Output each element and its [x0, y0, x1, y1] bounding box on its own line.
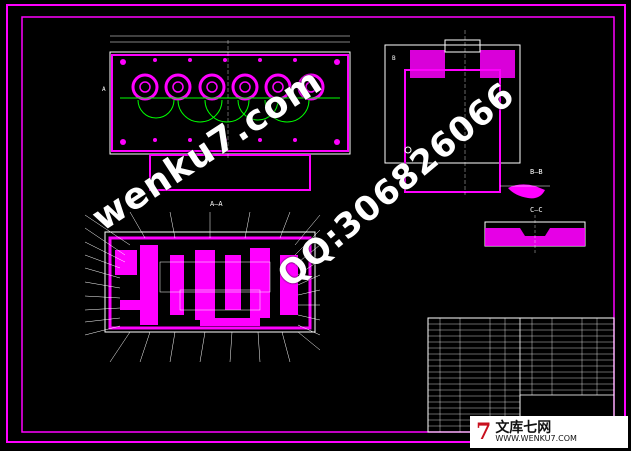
section-a-view	[84, 211, 321, 363]
site-logo: 7 文库七网 WWW.WENKU7.COM	[470, 416, 628, 448]
logo-url: WWW.WENKU7.COM	[495, 434, 577, 443]
parts-list-table	[427, 317, 615, 433]
bore-3	[198, 73, 226, 101]
section-a-label: A—A	[210, 200, 223, 208]
bore-1	[131, 73, 159, 101]
top-view	[109, 35, 351, 191]
section-b-label: B—B	[530, 168, 543, 176]
bore-4	[231, 73, 259, 101]
bore-5	[264, 73, 292, 101]
cut-marker-b: B	[392, 55, 396, 62]
logo-mark-icon: 7	[476, 419, 492, 445]
drawing-inner-frame	[21, 16, 615, 433]
section-b-view	[500, 184, 550, 199]
section-c-view	[484, 215, 586, 255]
section-c-label: C—C	[530, 206, 543, 214]
bore-2	[164, 73, 192, 101]
logo-text: 文库七网	[495, 420, 552, 436]
bore-6	[297, 73, 325, 101]
drawing-outer-frame	[6, 4, 626, 443]
cut-marker-a: A	[102, 86, 106, 93]
side-view	[384, 30, 521, 195]
